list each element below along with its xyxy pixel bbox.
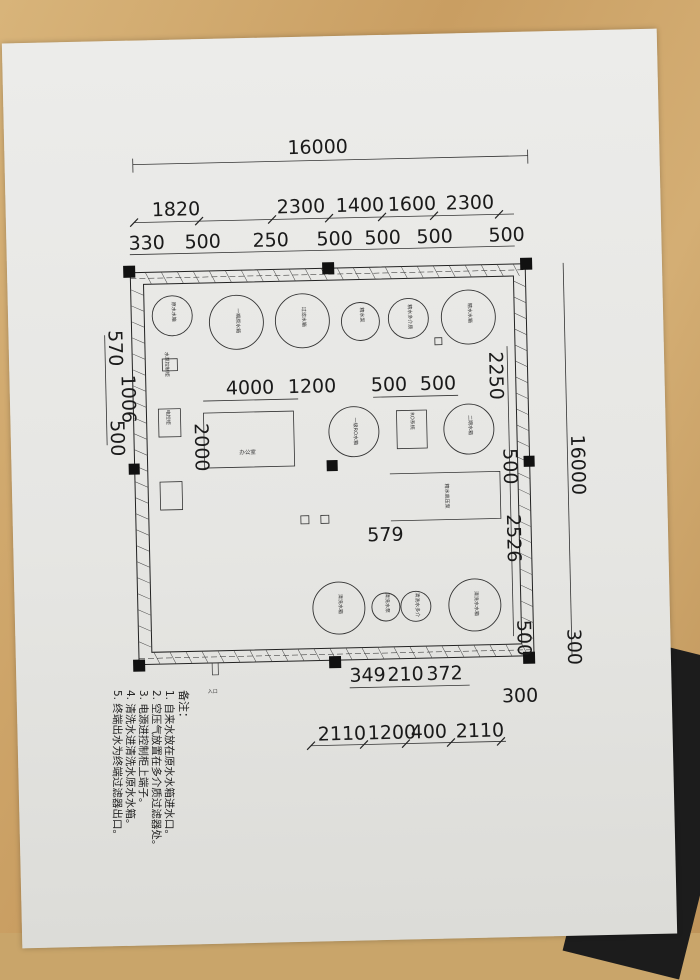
note-item-1: 1. 自来水放在原水水箱进水口。	[162, 690, 175, 870]
dim-inner-2: 2000	[190, 423, 213, 472]
dim-top-row2-1: 500	[184, 231, 221, 254]
equipment-label-15: 清洗水水箱	[473, 591, 481, 616]
dim-bottom1-1: 210	[387, 663, 424, 686]
column-ml	[129, 464, 140, 475]
note-item-3: 3. 电源进控制柜上端子。	[136, 690, 149, 870]
office-room	[203, 411, 294, 468]
dim-right-1: 500	[498, 448, 521, 485]
equipment-label-5: 精水水箱	[466, 303, 473, 323]
small-square-1	[301, 516, 309, 524]
note-item-5: 5. 终端出水为终端过滤器出口。	[110, 690, 123, 870]
note-item-4: 4. 清洗水进清洗水原水水箱。	[123, 690, 136, 870]
equipment-label-7: 一级RO水箱	[352, 418, 360, 446]
equipment-label-11: 精水高压泵	[443, 484, 451, 509]
small-square-2	[321, 515, 329, 523]
dim-mid-1: 500	[420, 372, 457, 395]
dim-right-overall: 16000	[566, 434, 589, 495]
small-square-3	[435, 338, 442, 345]
door	[212, 663, 218, 675]
note-item-2: 2. 空压气放置在多介质过滤器处。	[149, 690, 162, 870]
dim-top-row1-4: 2300	[446, 191, 495, 214]
dim-mid-0: 500	[371, 373, 408, 396]
equipment-label-13: 清洗水泵	[384, 593, 391, 613]
dim-right-3: 500	[512, 620, 535, 657]
dim-top-row2-5: 500	[416, 225, 453, 248]
dim-bottom-300: 300	[502, 685, 539, 708]
dim-top-row2-2: 250	[252, 229, 289, 252]
column-tl	[123, 266, 135, 278]
dim-top-row2-4: 500	[364, 227, 401, 250]
dim-left-1: 1006	[117, 375, 140, 424]
notes-title: 备注：	[176, 690, 192, 870]
dim-bottom1-0: 349	[349, 664, 386, 687]
dim-bottom2-3: 2110	[455, 719, 504, 742]
dim-right-4: 300	[562, 628, 585, 665]
column-bm	[329, 656, 341, 668]
column-tr	[520, 258, 532, 270]
equipment-label-6: 水泵控制柜	[163, 352, 171, 377]
dim-bottom1-2: 372	[426, 662, 463, 685]
equipment-label-2: 过滤水箱	[300, 307, 307, 327]
dim-top-row2-6: 500	[488, 224, 525, 247]
dim-inner-1: 1200	[288, 375, 337, 398]
column-mr	[523, 456, 534, 467]
equipment-label-8: 二期水箱	[467, 415, 474, 435]
office-room-label: 办公室	[239, 448, 256, 456]
equipment-label-3: 精水泵	[358, 307, 365, 322]
equipment-label-12: 清洗水箱	[337, 594, 344, 614]
dim-top-row1-1: 2300	[277, 195, 326, 218]
floor-plan-drawing: 16000 1820 2300 1400 1600 2300 330 500 2…	[0, 0, 700, 933]
equipment-label-4: 精水多介质	[406, 304, 414, 329]
equipment-label-0: 原水水箱	[170, 302, 177, 322]
dim-right-2: 2526	[502, 514, 525, 563]
column-bl	[133, 659, 145, 671]
dim-center-579: 579	[367, 524, 404, 547]
dim-top-overall: 16000	[287, 136, 348, 159]
dim-inner-0: 4000	[226, 376, 275, 399]
column-tm	[322, 262, 334, 274]
dim-top-row2-0: 330	[128, 232, 165, 255]
dim-top-row1-3: 1600	[388, 193, 437, 216]
notes-block: 备注： 1. 自来水放在原水水箱进水口。 2. 空压气放置在多介质过滤器处。 3…	[12, 690, 192, 760]
dim-bottom2-2: 400	[410, 721, 447, 744]
equipment-label-10: 电控柜	[164, 410, 171, 425]
dim-top-row1-2: 1400	[336, 194, 385, 217]
equipment-label-9: RO系统	[408, 412, 415, 430]
dim-bottom2-0: 2110	[318, 722, 367, 745]
dim-top-row2-3: 500	[316, 228, 353, 251]
dim-left-2: 500	[106, 420, 129, 457]
dim-top-row1-0: 1820	[152, 198, 201, 221]
equipment-label-1: 一期原水箱	[234, 308, 242, 333]
door-label: 入口	[208, 689, 218, 695]
equipment-box-3	[160, 482, 183, 510]
dim-left-0: 570	[104, 330, 127, 367]
equipment-label-14: 清洗水多介	[414, 592, 422, 617]
dim-right-0: 2250	[484, 351, 507, 400]
column-mm	[327, 460, 338, 471]
